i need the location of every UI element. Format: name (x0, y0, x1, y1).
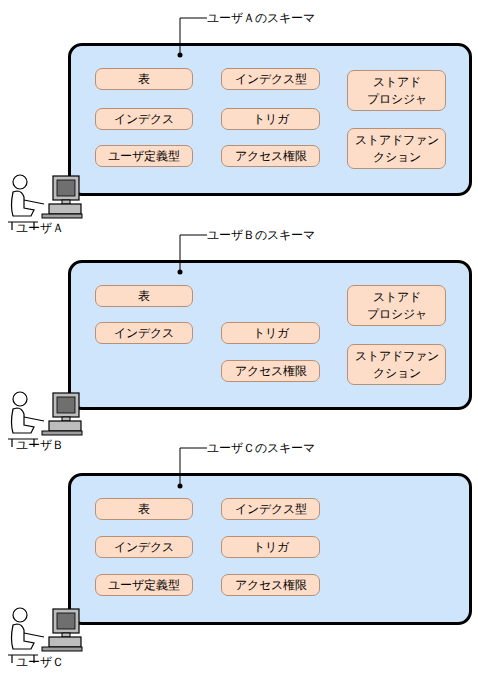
object-box: ストアド プロシジャ (347, 70, 446, 111)
object-box: トリガ (221, 536, 320, 558)
object-box: インデクス (95, 322, 193, 344)
schema-box: ユーザＢのスキーマ表ストアド プロシジャインデクストリガストアドファン クション… (68, 260, 472, 410)
object-box: インデクス型 (221, 68, 320, 90)
object-box: トリガ (221, 322, 320, 344)
object-label: インデクス (114, 539, 174, 555)
user-label: ユーザＢ (2, 438, 78, 452)
object-box: 表 (95, 68, 193, 90)
object-label: トリガ (253, 111, 289, 127)
object-label: インデクス型 (235, 71, 307, 87)
schema-box: ユーザＣのスキーマ表インデクス型インデクストリガユーザ定義型アクセス権限 (68, 473, 472, 625)
object-label: ストアド プロシジャ (351, 289, 442, 321)
object-label: ストアド プロシジャ (351, 74, 442, 106)
object-label: インデクス (114, 111, 174, 127)
object-box: トリガ (221, 108, 320, 130)
object-box: ユーザ定義型 (95, 574, 193, 596)
schema-heading: ユーザＢのスキーマ (207, 227, 315, 243)
object-label: ユーザ定義型 (108, 577, 180, 593)
object-label: アクセス権限 (235, 363, 307, 379)
schema-box: ユーザＡのスキーマ表インデクス型ストアド プロシジャインデクストリガストアドファ… (68, 43, 472, 196)
object-box: 表 (95, 498, 193, 520)
schema-heading: ユーザＣのスキーマ (207, 440, 315, 456)
object-box: アクセス権限 (221, 145, 320, 167)
object-label: トリガ (253, 539, 289, 555)
object-label: 表 (138, 501, 150, 517)
object-box: インデクス (95, 536, 193, 558)
object-label: ユーザ定義型 (108, 148, 180, 164)
object-box: ストアドファン クション (347, 344, 446, 385)
user-label: ユーザＡ (2, 221, 78, 235)
object-label: アクセス権限 (235, 148, 307, 164)
object-label: インデクス型 (235, 501, 307, 517)
object-box: 表 (95, 285, 193, 307)
object-box: ストアドファン クション (347, 128, 446, 169)
object-label: インデクス (114, 325, 174, 341)
object-label: アクセス権限 (235, 577, 307, 593)
schema-heading: ユーザＡのスキーマ (207, 10, 315, 26)
object-box: インデクス型 (221, 498, 320, 520)
object-label: ストアドファン クション (351, 132, 442, 164)
object-box: ユーザ定義型 (95, 145, 193, 167)
object-box: ストアド プロシジャ (347, 285, 446, 326)
object-box: アクセス権限 (221, 360, 320, 382)
object-label: ストアドファン クション (351, 348, 442, 380)
user-label: ユーザＣ (2, 655, 78, 669)
object-box: アクセス権限 (221, 574, 320, 596)
object-label: 表 (138, 288, 150, 304)
object-label: 表 (138, 71, 150, 87)
object-box: インデクス (95, 108, 193, 130)
object-label: トリガ (253, 325, 289, 341)
